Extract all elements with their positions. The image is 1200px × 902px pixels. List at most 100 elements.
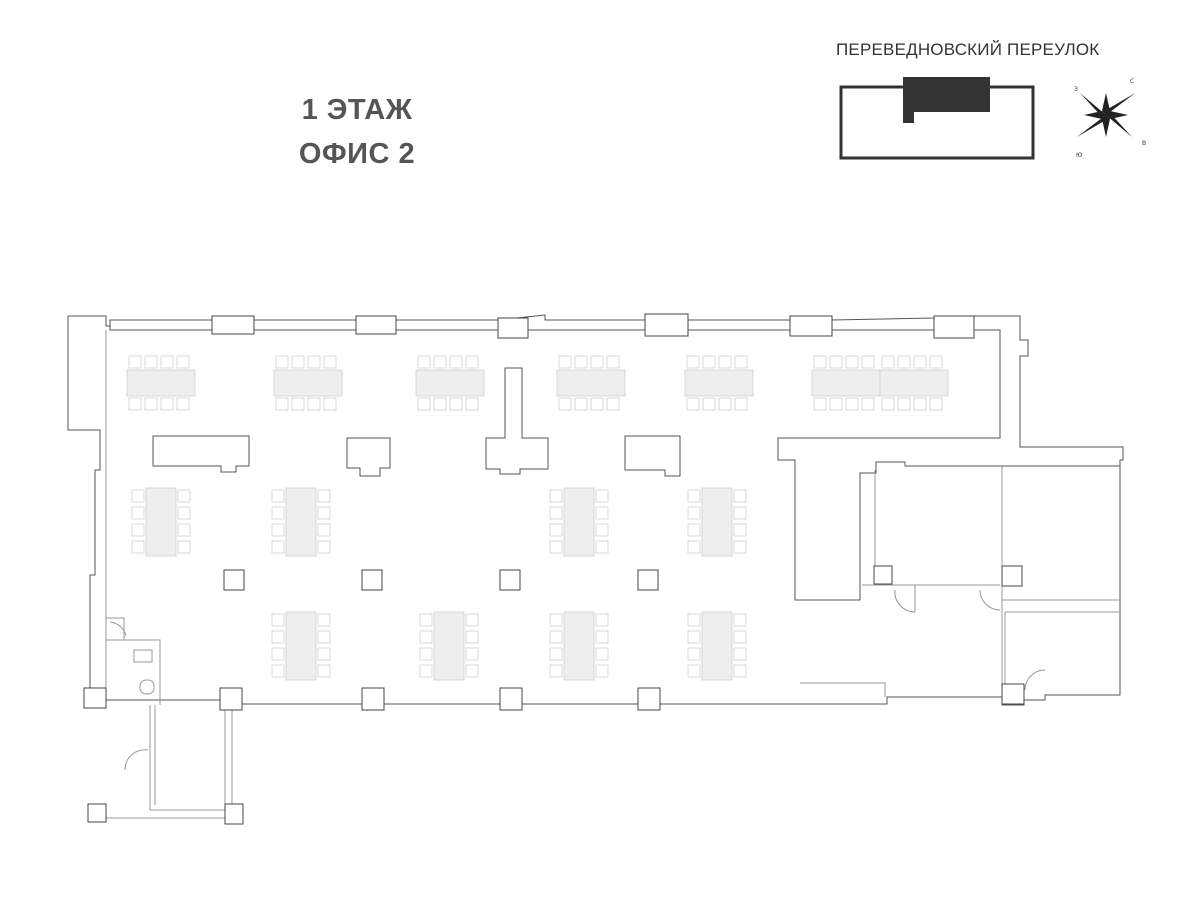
chair (829, 397, 843, 411)
core-2 (346, 437, 391, 477)
chair (131, 523, 145, 537)
chair (845, 355, 859, 369)
floor-plan (67, 314, 1124, 819)
chair (733, 489, 747, 503)
chair (317, 523, 331, 537)
window (211, 315, 255, 335)
desk (563, 487, 595, 557)
window (355, 315, 397, 335)
chair (549, 613, 563, 627)
column (83, 687, 107, 709)
chair (291, 355, 305, 369)
chair (291, 397, 305, 411)
chair (606, 355, 620, 369)
chair (549, 647, 563, 661)
chair (128, 355, 142, 369)
chair (417, 397, 431, 411)
desk (879, 369, 949, 397)
chair (913, 397, 927, 411)
column (1001, 683, 1025, 705)
chair (317, 613, 331, 627)
core-3 (485, 367, 549, 475)
column (637, 569, 659, 591)
chair (574, 397, 588, 411)
chair (702, 355, 716, 369)
chair (177, 506, 191, 520)
chair (417, 355, 431, 369)
chair (176, 355, 190, 369)
chair (323, 355, 337, 369)
chair (687, 647, 701, 661)
chair (929, 355, 943, 369)
compass-letter: В (1142, 140, 1146, 147)
chair (131, 489, 145, 503)
chair (733, 630, 747, 644)
chair (595, 489, 609, 503)
chair (687, 523, 701, 537)
chair (549, 489, 563, 503)
chair (271, 613, 285, 627)
column (87, 803, 107, 823)
chair (275, 355, 289, 369)
chair (317, 540, 331, 554)
chair (307, 397, 321, 411)
chair (549, 664, 563, 678)
chair (549, 506, 563, 520)
chair (160, 397, 174, 411)
chair (549, 523, 563, 537)
chair (590, 397, 604, 411)
street-label: ПЕРЕВЕДНОВСКИЙ ПЕРЕУЛОК (836, 40, 1100, 59)
floor-title: 1 ЭТАЖ ОФИС 2 (272, 88, 442, 176)
core-4 (624, 435, 681, 477)
chair (465, 397, 479, 411)
chair (177, 540, 191, 554)
chair (419, 664, 433, 678)
column (224, 803, 244, 825)
floor-label: 1 ЭТАЖ (301, 94, 413, 126)
desk (285, 487, 317, 557)
chair (687, 664, 701, 678)
chair (176, 397, 190, 411)
desk (701, 487, 733, 557)
chair (734, 397, 748, 411)
chair (861, 355, 875, 369)
column (361, 687, 385, 711)
office-label: ОФИС 2 (298, 138, 416, 170)
chair (131, 540, 145, 554)
columns (83, 565, 1025, 825)
key-plan (839, 77, 1035, 160)
window (497, 317, 529, 339)
chair (449, 397, 463, 411)
column (1001, 565, 1023, 587)
chair (465, 664, 479, 678)
chair (419, 613, 433, 627)
chair (733, 540, 747, 554)
chair (733, 664, 747, 678)
chair (465, 647, 479, 661)
chair (733, 506, 747, 520)
desk (273, 369, 343, 397)
chair (595, 647, 609, 661)
chair (144, 355, 158, 369)
furniture (126, 355, 949, 681)
chair (271, 664, 285, 678)
chair (465, 630, 479, 644)
window (644, 313, 689, 337)
column (873, 565, 893, 585)
desk (684, 369, 754, 397)
chair (595, 664, 609, 678)
desk (145, 487, 177, 557)
chair (861, 397, 875, 411)
chair (131, 506, 145, 520)
chair (317, 664, 331, 678)
chair (913, 355, 927, 369)
desk (415, 369, 485, 397)
column (637, 687, 661, 711)
chair (687, 489, 701, 503)
chair (733, 647, 747, 661)
chair (733, 523, 747, 537)
chair (419, 630, 433, 644)
compass-letter: С (1130, 78, 1134, 85)
chair (465, 355, 479, 369)
